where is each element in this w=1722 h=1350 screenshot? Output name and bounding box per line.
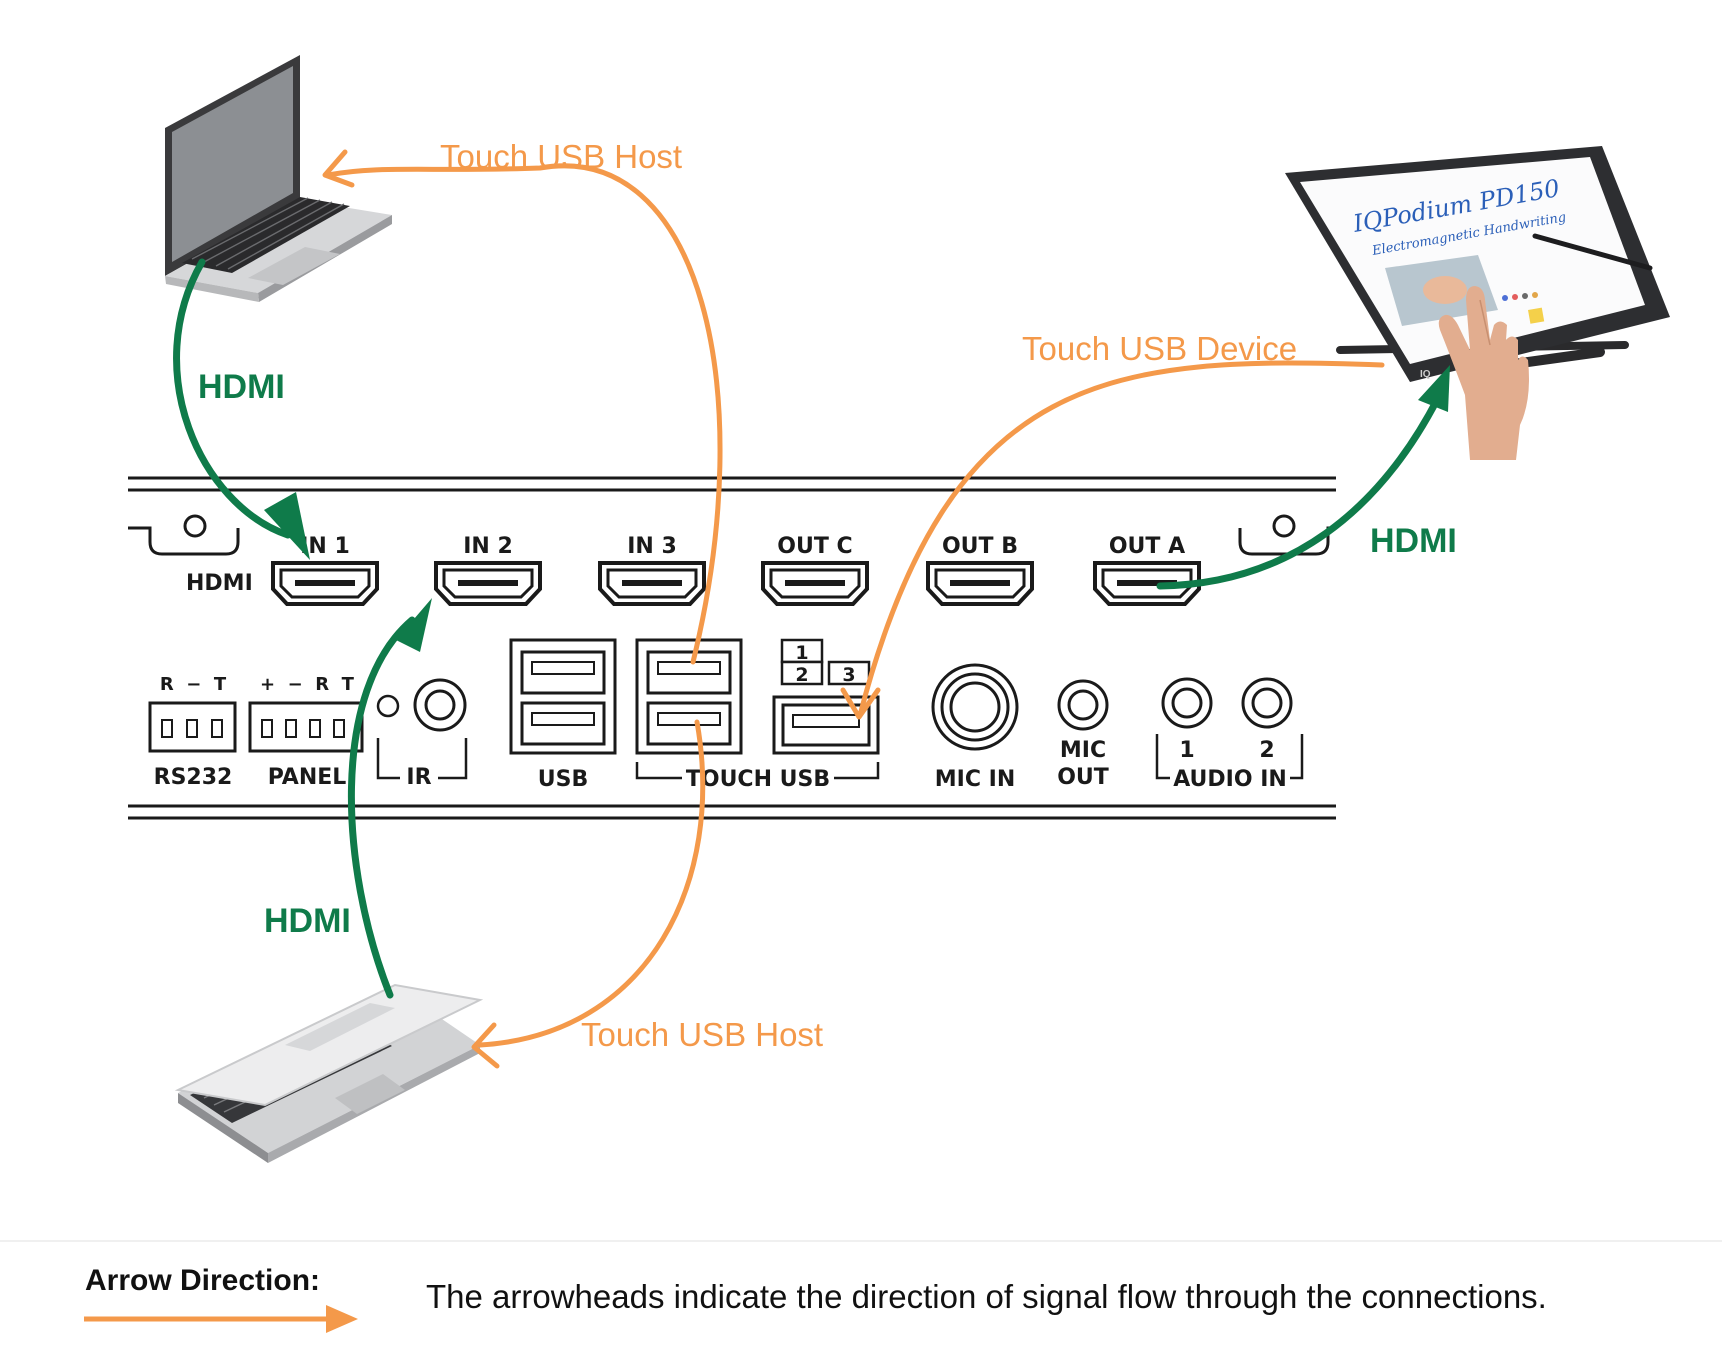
hdmi-connections	[173, 258, 1442, 999]
bottom-hdmi-line	[347, 616, 416, 999]
mic-in-label: MIC IN	[935, 767, 1015, 792]
mic-out-label-2: OUT	[1057, 765, 1109, 790]
touch-usb-label: TOUCH USB	[686, 767, 830, 792]
usb-label: USB	[538, 767, 588, 792]
audio-in-number-2: 2	[1259, 738, 1274, 763]
mic-in-port[interactable]: MIC IN	[931, 663, 1019, 792]
top-hdmi-line	[173, 258, 292, 539]
top-laptop	[165, 55, 392, 302]
top-usb-host-label: Touch USB Host	[440, 138, 682, 175]
device-usb-line	[857, 360, 1385, 718]
port-outc[interactable]: OUT C	[761, 534, 869, 606]
port-in3[interactable]: IN 3	[598, 534, 706, 606]
bottom-usb-host-arrowhead	[471, 1022, 500, 1069]
port-outc-label: OUT C	[777, 534, 852, 559]
bottom-laptop	[174, 983, 484, 1163]
touch-usb-number-3: 3	[842, 664, 855, 686]
touch-usb-number-2: 2	[795, 664, 808, 686]
bottom-usb-host-line	[477, 719, 706, 1048]
device-usb-label: Touch USB Device	[1022, 330, 1297, 367]
bezel-logo: IQ	[1420, 369, 1431, 380]
legend-divider	[0, 1240, 1722, 1242]
usb-connections	[322, 149, 1385, 1069]
port-outa-label: OUT A	[1109, 534, 1185, 559]
mic-out-label-1: MIC	[1060, 738, 1106, 763]
port-outb[interactable]: OUT B	[926, 534, 1034, 606]
pen-display: IQPodium PD150 Electromagnetic Handwriti…	[1285, 146, 1670, 460]
port-in2[interactable]: IN 2	[434, 534, 542, 606]
touch-usb-ports[interactable]: 1 2 3 TOUCH USB	[635, 638, 880, 792]
rs232-connector[interactable]: R − T RS232	[148, 674, 237, 790]
right-hdmi-line	[1156, 394, 1442, 590]
ir-port[interactable]: IR	[376, 678, 468, 790]
usb-port[interactable]: USB	[509, 638, 617, 792]
top-hdmi-label: HDMI	[198, 368, 285, 406]
rs232-label: RS232	[154, 765, 233, 790]
audio-in-ports[interactable]: 1 2 AUDIO IN	[1155, 677, 1304, 792]
touch-usb-number-1: 1	[795, 642, 808, 664]
right-hdmi-label: HDMI	[1370, 522, 1457, 560]
panel-connector[interactable]: + − R T PANEL	[248, 674, 364, 790]
panel-label: PANEL	[268, 765, 347, 790]
audio-in-number-1: 1	[1179, 738, 1194, 763]
rear-panel	[128, 476, 1336, 820]
port-in3-label: IN 3	[627, 534, 677, 559]
bottom-hdmi-label: HDMI	[264, 902, 351, 940]
right-hdmi-arrowhead	[1418, 365, 1450, 412]
hdmi-arrowheads	[264, 365, 1450, 652]
ir-label: IR	[406, 765, 431, 790]
top-usb-host-line	[325, 163, 723, 665]
port-outb-label: OUT B	[942, 534, 1018, 559]
audio-in-label: AUDIO IN	[1173, 767, 1287, 792]
rs232-pins: R − T	[160, 674, 227, 695]
legend-title: Arrow Direction:	[85, 1264, 321, 1297]
port-outa[interactable]: OUT A	[1093, 534, 1201, 606]
top-hdmi-arrowhead	[264, 492, 310, 560]
bottom-hdmi-arrowhead	[396, 598, 432, 652]
legend-text: The arrowheads indicate the direction of…	[426, 1278, 1547, 1315]
port-in2-label: IN 2	[463, 534, 513, 559]
device-usb-arrowhead	[840, 687, 881, 720]
legend-arrow-icon	[84, 1305, 358, 1333]
port-in1[interactable]: IN 1	[271, 534, 379, 606]
hdmi-row-label: HDMI	[186, 571, 253, 596]
panel-pins: + − R T	[260, 674, 355, 695]
mic-out-port[interactable]: MIC OUT	[1057, 679, 1109, 790]
top-usb-host-arrowhead	[322, 149, 355, 188]
bottom-usb-host-label: Touch USB Host	[581, 1016, 823, 1053]
